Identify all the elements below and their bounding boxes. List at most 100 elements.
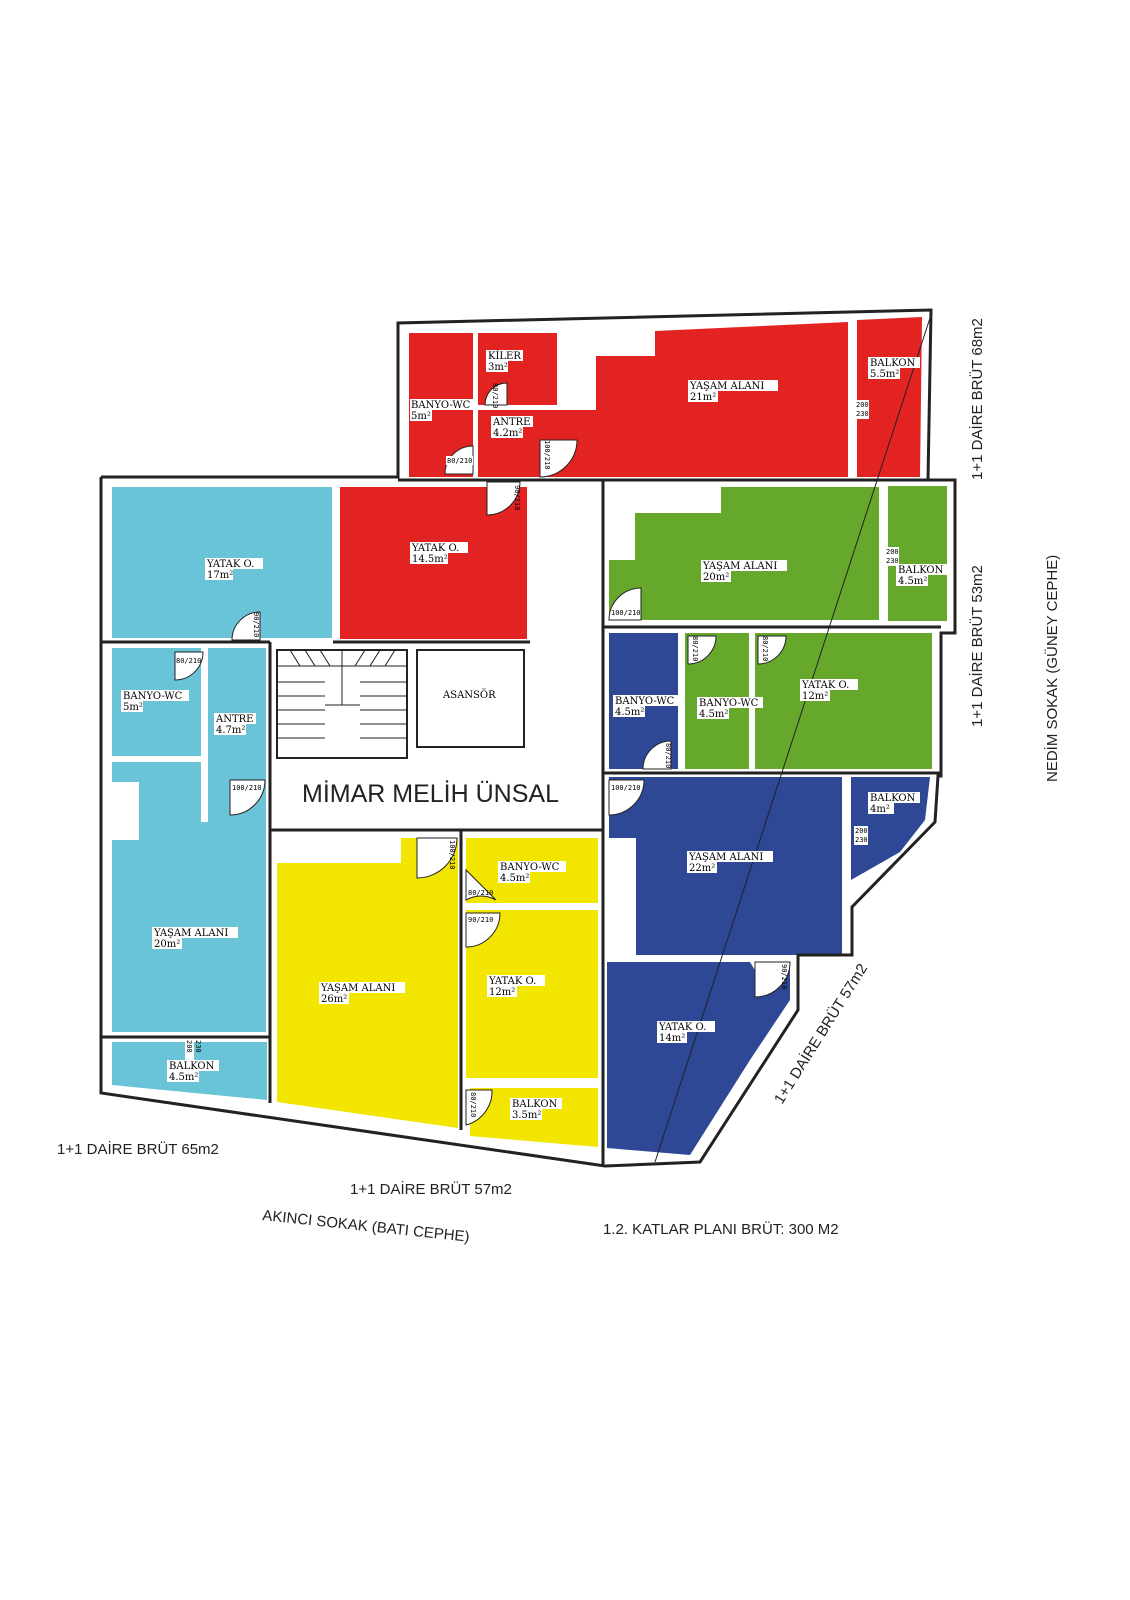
blue-yasam-fill xyxy=(609,777,842,955)
street-label-south: NEDİM SOKAK (GÜNEY CEPHE) xyxy=(1043,555,1061,782)
door-size: 100/210 xyxy=(448,840,456,870)
label-bg xyxy=(498,872,530,883)
room-name: BALKON xyxy=(870,793,916,804)
door-size: 80/210 xyxy=(761,636,769,661)
door-size: 80/210 xyxy=(176,657,201,665)
door-size: 80/210 xyxy=(691,636,699,661)
building-core: ASANSÖR xyxy=(276,649,525,759)
door-swing xyxy=(687,635,717,665)
room-name: YAŞAM ALANI xyxy=(320,983,395,994)
door-size: 230 xyxy=(855,836,868,844)
walls xyxy=(99,308,957,1168)
label-bg xyxy=(896,575,928,586)
label-bg xyxy=(800,679,858,690)
room-name: BANYO-WC xyxy=(411,400,471,411)
room-name: YAŞAM ALANI xyxy=(702,561,777,572)
label-bg xyxy=(613,706,645,717)
label-bg xyxy=(868,792,920,803)
label-bg xyxy=(688,380,778,391)
door-size: 90/210 xyxy=(252,612,260,637)
room-area: 3m² xyxy=(488,362,508,373)
room-name: KİLER xyxy=(488,350,521,362)
room-name: BALKON xyxy=(169,1061,215,1072)
outer-wall xyxy=(99,308,957,1168)
label-bg xyxy=(121,690,189,701)
label-bg xyxy=(205,558,263,569)
label-bg xyxy=(510,1109,542,1120)
room-name: YAŞAM ALANI xyxy=(153,928,228,939)
door-swing xyxy=(484,382,508,406)
room-area: 3.5m² xyxy=(512,1110,541,1121)
label-bg xyxy=(868,803,894,814)
label-bg xyxy=(167,1071,199,1082)
label-bg xyxy=(487,975,545,986)
green-yatak-fill xyxy=(755,633,932,769)
label-bg xyxy=(896,564,948,575)
door-swing xyxy=(642,740,672,770)
label-bg xyxy=(167,1060,219,1071)
elevator-box xyxy=(416,649,525,748)
door-size: 100/210 xyxy=(611,784,641,792)
label-bg xyxy=(800,690,830,701)
door-size: 90/210 xyxy=(780,964,788,989)
label-bg xyxy=(214,713,256,724)
room-name: YATAK O. xyxy=(801,680,849,691)
door-swing xyxy=(174,651,204,681)
door-swing xyxy=(229,779,266,816)
room-area: 12m² xyxy=(489,987,515,998)
label-bg xyxy=(613,695,679,706)
label-bg xyxy=(486,350,523,361)
label-bg xyxy=(446,456,473,465)
room-area: 5m² xyxy=(411,411,431,422)
room-area: 21m² xyxy=(690,392,716,403)
elevator-label: ASANSÖR xyxy=(442,689,496,701)
door-size: 80/210 xyxy=(664,743,672,768)
label-bg xyxy=(205,569,233,580)
label-bg xyxy=(701,560,787,571)
label-bg xyxy=(855,400,869,419)
label-bg xyxy=(510,1098,562,1109)
room-name: YATAK O. xyxy=(411,543,459,554)
door-size: 80/210 xyxy=(447,457,472,465)
door-size: 200 xyxy=(855,827,868,835)
room-name: ANTRE xyxy=(215,714,253,725)
room-area: 22m² xyxy=(689,863,715,874)
label-bg xyxy=(657,1021,715,1032)
street-label-west: AKINCI SOKAK (BATI CEPHE) xyxy=(262,1207,471,1246)
label-bg xyxy=(657,1032,687,1043)
room-name: BANYO-WC xyxy=(500,862,560,873)
room-area: 4.5m² xyxy=(169,1072,198,1083)
label-bg xyxy=(319,993,349,1004)
room-name: BALKON xyxy=(512,1099,558,1110)
label-bg xyxy=(185,1040,194,1060)
unit-label-north: 1+1 DAİRE BRÜT 68m2 xyxy=(968,318,986,480)
label-bg xyxy=(868,368,900,379)
room-area: 14.5m² xyxy=(412,554,448,565)
room-area: 17m² xyxy=(207,570,233,581)
door-swing xyxy=(539,439,578,478)
label-bg xyxy=(697,697,763,708)
door-swing xyxy=(608,779,645,816)
label-bg xyxy=(854,826,868,845)
label-bg xyxy=(410,553,448,564)
door-size: 80/210 xyxy=(469,1092,477,1117)
door-size: 90/210 xyxy=(513,485,521,510)
green-yasam-fill xyxy=(609,487,879,620)
room-area: 4.5m² xyxy=(699,709,728,720)
room-area: 12m² xyxy=(802,691,828,702)
label-bg xyxy=(868,357,920,368)
door-swing xyxy=(231,611,261,641)
architect-watermark: MİMAR MELİH ÜNSAL xyxy=(302,779,559,808)
room-area: 14m² xyxy=(659,1033,685,1044)
label-bg xyxy=(688,391,718,402)
room-area: 26m² xyxy=(321,994,347,1005)
room-area: 20m² xyxy=(703,572,729,583)
label-bg xyxy=(487,986,517,997)
door-size: 80/210 xyxy=(468,889,493,897)
door-swing xyxy=(608,587,642,621)
label-bg xyxy=(121,701,143,712)
door-size: 90/210 xyxy=(468,916,493,924)
label-bg xyxy=(687,851,773,862)
label-bg xyxy=(491,416,533,427)
